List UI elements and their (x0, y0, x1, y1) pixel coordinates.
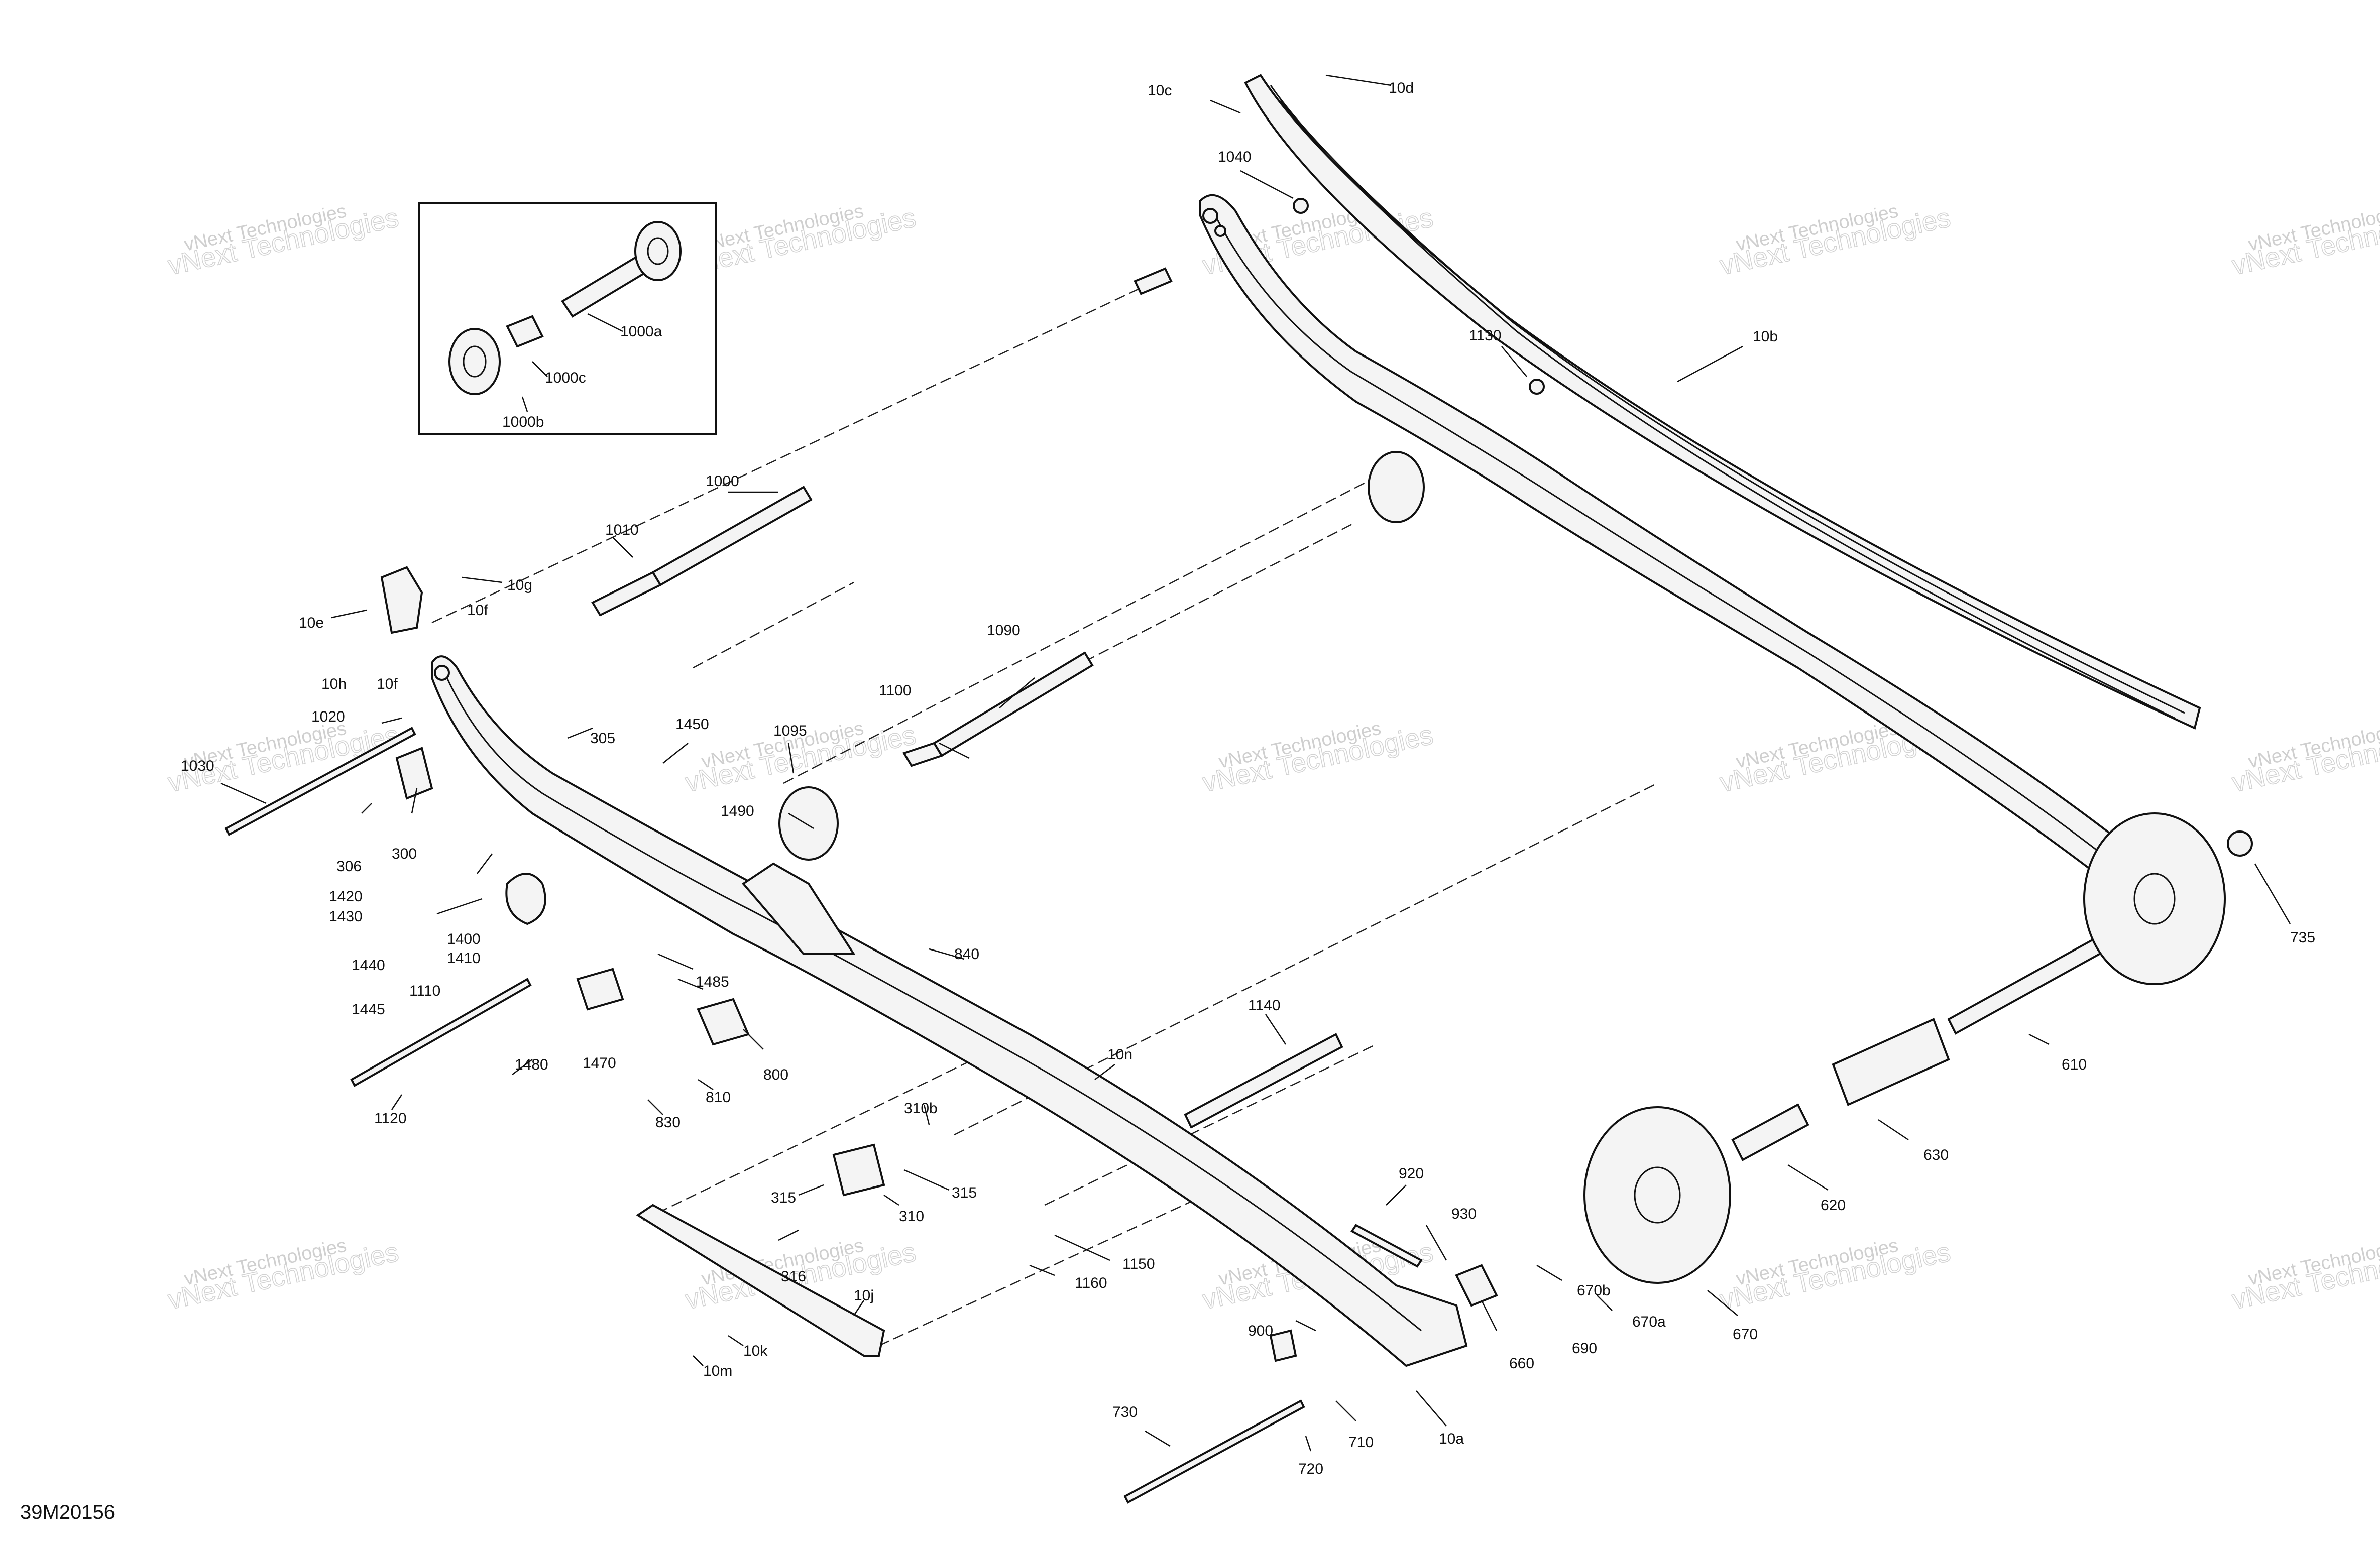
label-710: 710 (1348, 1434, 1374, 1451)
label-1140: 1140 (1248, 997, 1281, 1014)
label-670: 670 (1733, 1326, 1758, 1343)
label-10f-a: 10f (467, 602, 488, 619)
watermark: vNext Technologies vNext Technologies (682, 718, 919, 798)
label-10k: 10k (743, 1343, 768, 1359)
label-1410: 1410 (447, 950, 481, 967)
watermark: vNext Technologies vNext Technologies (1199, 718, 1436, 798)
label-1430: 1430 (329, 908, 363, 925)
label-1040: 1040 (1218, 149, 1252, 165)
label-300: 300 (392, 846, 417, 862)
label-690: 690 (1572, 1340, 1597, 1357)
label-10g: 10g (507, 577, 532, 594)
near-suspension-arm (431, 655, 1468, 1367)
label-830: 830 (655, 1114, 681, 1131)
label-1020: 1020 (311, 708, 345, 725)
label-1485: 1485 (696, 974, 729, 990)
label-10j: 10j (854, 1287, 874, 1304)
label-306: 306 (336, 858, 362, 875)
label-10f-b: 10f (377, 676, 398, 692)
slider-10j (636, 1204, 885, 1357)
bolts (224, 727, 1423, 1504)
label-670b: 670b (1577, 1282, 1611, 1299)
label-1490: 1490 (721, 803, 754, 819)
label-840: 840 (954, 946, 979, 963)
label-810: 810 (706, 1089, 731, 1106)
inset-box (418, 202, 717, 435)
label-720: 720 (1298, 1461, 1323, 1477)
label-1120: 1120 (374, 1110, 407, 1127)
watermark: vNext Technologies vNext Technologies (1717, 200, 1953, 281)
label-900: 900 (1248, 1323, 1273, 1339)
label-1010: 1010 (605, 522, 639, 538)
label-1090: 1090 (987, 622, 1021, 639)
label-316: 316 (781, 1268, 806, 1285)
label-1000a: 1000a (620, 323, 662, 340)
label-1480: 1480 (515, 1056, 548, 1073)
label-310: 310 (899, 1208, 924, 1225)
watermark: vNext Technologies vNext Technologies (165, 200, 401, 281)
watermark: vNext Technologies vNext Technologies (165, 1235, 401, 1316)
label-620: 620 (1821, 1197, 1846, 1214)
label-1000: 1000 (706, 473, 739, 490)
label-305: 305 (590, 730, 615, 747)
wheels (778, 451, 2226, 1284)
label-1100: 1100 (879, 682, 912, 699)
watermark: vNext Technologies vNext Technologies (2229, 1235, 2380, 1316)
label-1450: 1450 (675, 716, 709, 733)
label-1150: 1150 (1122, 1256, 1155, 1272)
label-1470: 1470 (583, 1055, 616, 1072)
shafts (591, 267, 2103, 1161)
label-670a: 670a (1632, 1314, 1666, 1330)
label-920: 920 (1399, 1165, 1424, 1182)
label-660: 660 (1509, 1355, 1534, 1372)
label-1420: 1420 (329, 888, 363, 905)
label-1000b: 1000b (502, 414, 544, 430)
label-1030: 1030 (181, 758, 214, 774)
watermark: vNext Technologies vNext Technologies (1717, 1235, 1953, 1316)
label-1160: 1160 (1075, 1275, 1107, 1291)
label-1440: 1440 (352, 957, 385, 974)
label-10c: 10c (1148, 82, 1172, 99)
label-610: 610 (2062, 1056, 2087, 1073)
label-10m: 10m (703, 1363, 732, 1379)
label-10d: 10d (1389, 80, 1414, 96)
rail-10b (1244, 74, 2201, 730)
label-800: 800 (763, 1066, 788, 1083)
label-630: 630 (1923, 1147, 1949, 1163)
label-10e: 10e (299, 615, 324, 631)
part-labels: 10c 10d 1040 1130 10b 1000a 1000c 1000b … (181, 80, 2315, 1477)
label-1445: 1445 (352, 1001, 385, 1018)
label-1095: 1095 (773, 723, 807, 739)
small-parts (380, 198, 2253, 1362)
drawing-code: 39M20156 (20, 1501, 115, 1523)
leader-lines (220, 74, 2291, 1452)
label-10a: 10a (1439, 1431, 1464, 1447)
label-310b: 310b (904, 1100, 938, 1117)
label-10b: 10b (1753, 328, 1778, 345)
watermark: vNext Technologies vNext Technologies (2229, 200, 2380, 281)
label-315-b: 315 (952, 1184, 977, 1201)
label-930: 930 (1451, 1206, 1477, 1222)
label-315-a: 315 (771, 1190, 796, 1206)
label-735: 735 (2290, 929, 2315, 946)
label-730: 730 (1112, 1404, 1138, 1420)
label-1000c: 1000c (545, 370, 586, 386)
label-1130: 1130 (1469, 327, 1502, 344)
watermark: vNext Technologies vNext Technologies (2229, 718, 2380, 798)
label-1110: 1110 (409, 983, 440, 999)
label-10h: 10h (321, 676, 347, 692)
label-1400: 1400 (447, 931, 481, 947)
far-suspension-arm (1199, 194, 2131, 885)
label-10n: 10n (1107, 1046, 1132, 1063)
